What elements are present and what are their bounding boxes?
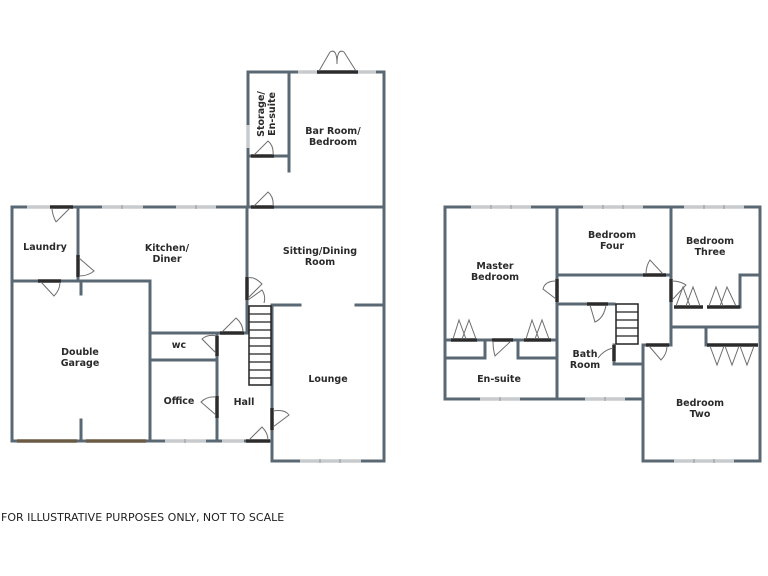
- room-label-master-line2: Bedroom: [471, 272, 519, 283]
- room-label-kitchen-line2: Diner: [152, 254, 181, 265]
- room-label-ensuite: En-suite: [477, 374, 521, 385]
- room-label-sitting-line1: Sitting/Dining: [283, 246, 357, 257]
- room-label-kitchen-line1: Kitchen/: [145, 243, 190, 254]
- room-label-bar-line1: Bar Room/: [305, 126, 361, 137]
- room-label-bedroom4-line2: Four: [600, 241, 624, 252]
- room-label-bedroom2-line2: Two: [690, 409, 711, 420]
- room-label-storage-line1: Storage/: [256, 91, 267, 137]
- room-label-garage-line1: Double: [61, 347, 99, 358]
- room-label-bedroom4-line1: Bedroom: [588, 230, 636, 241]
- room-label-bathroom-line2: Room: [570, 360, 600, 371]
- ground-floor-stairs: [248, 305, 272, 386]
- ground-floor-windows: [27, 70, 376, 463]
- disclaimer-text: FOR ILLUSTRATIVE PURPOSES ONLY, NOT TO S…: [1, 511, 285, 524]
- room-label-master-line1: Master: [476, 261, 514, 272]
- room-label-bathroom-line1: Bath: [573, 349, 598, 360]
- room-label-office: Office: [164, 396, 195, 407]
- room-label-bedroom3-line2: Three: [695, 247, 726, 258]
- ground-floor-labels: Laundry Kitchen/ Diner Double Garage wc …: [23, 91, 361, 408]
- room-label-hall: Hall: [234, 397, 255, 408]
- first-floor-doors: [451, 259, 758, 367]
- first-floor-windows: [471, 205, 744, 463]
- room-label-wc: wc: [172, 340, 186, 351]
- room-label-bedroom2-line1: Bedroom: [676, 398, 724, 409]
- room-label-bar-line2: Bedroom: [309, 137, 357, 148]
- ground-floor-doors: [38, 50, 358, 443]
- room-label-bedroom3-line1: Bedroom: [686, 236, 734, 247]
- room-label-laundry: Laundry: [23, 242, 67, 253]
- ground-floor: Laundry Kitchen/ Diner Double Garage wc …: [10, 50, 386, 463]
- room-label-garage-line2: Garage: [61, 358, 100, 369]
- first-floor-stairs: [615, 303, 639, 345]
- room-label-storage-line2: En-suite: [267, 92, 278, 136]
- room-label-sitting-line2: Room: [305, 257, 335, 268]
- first-floor: Master Bedroom En-suite Bedroom Four Bed…: [443, 205, 762, 463]
- first-floor-labels: Master Bedroom En-suite Bedroom Four Bed…: [471, 230, 734, 420]
- room-label-lounge: Lounge: [308, 374, 347, 385]
